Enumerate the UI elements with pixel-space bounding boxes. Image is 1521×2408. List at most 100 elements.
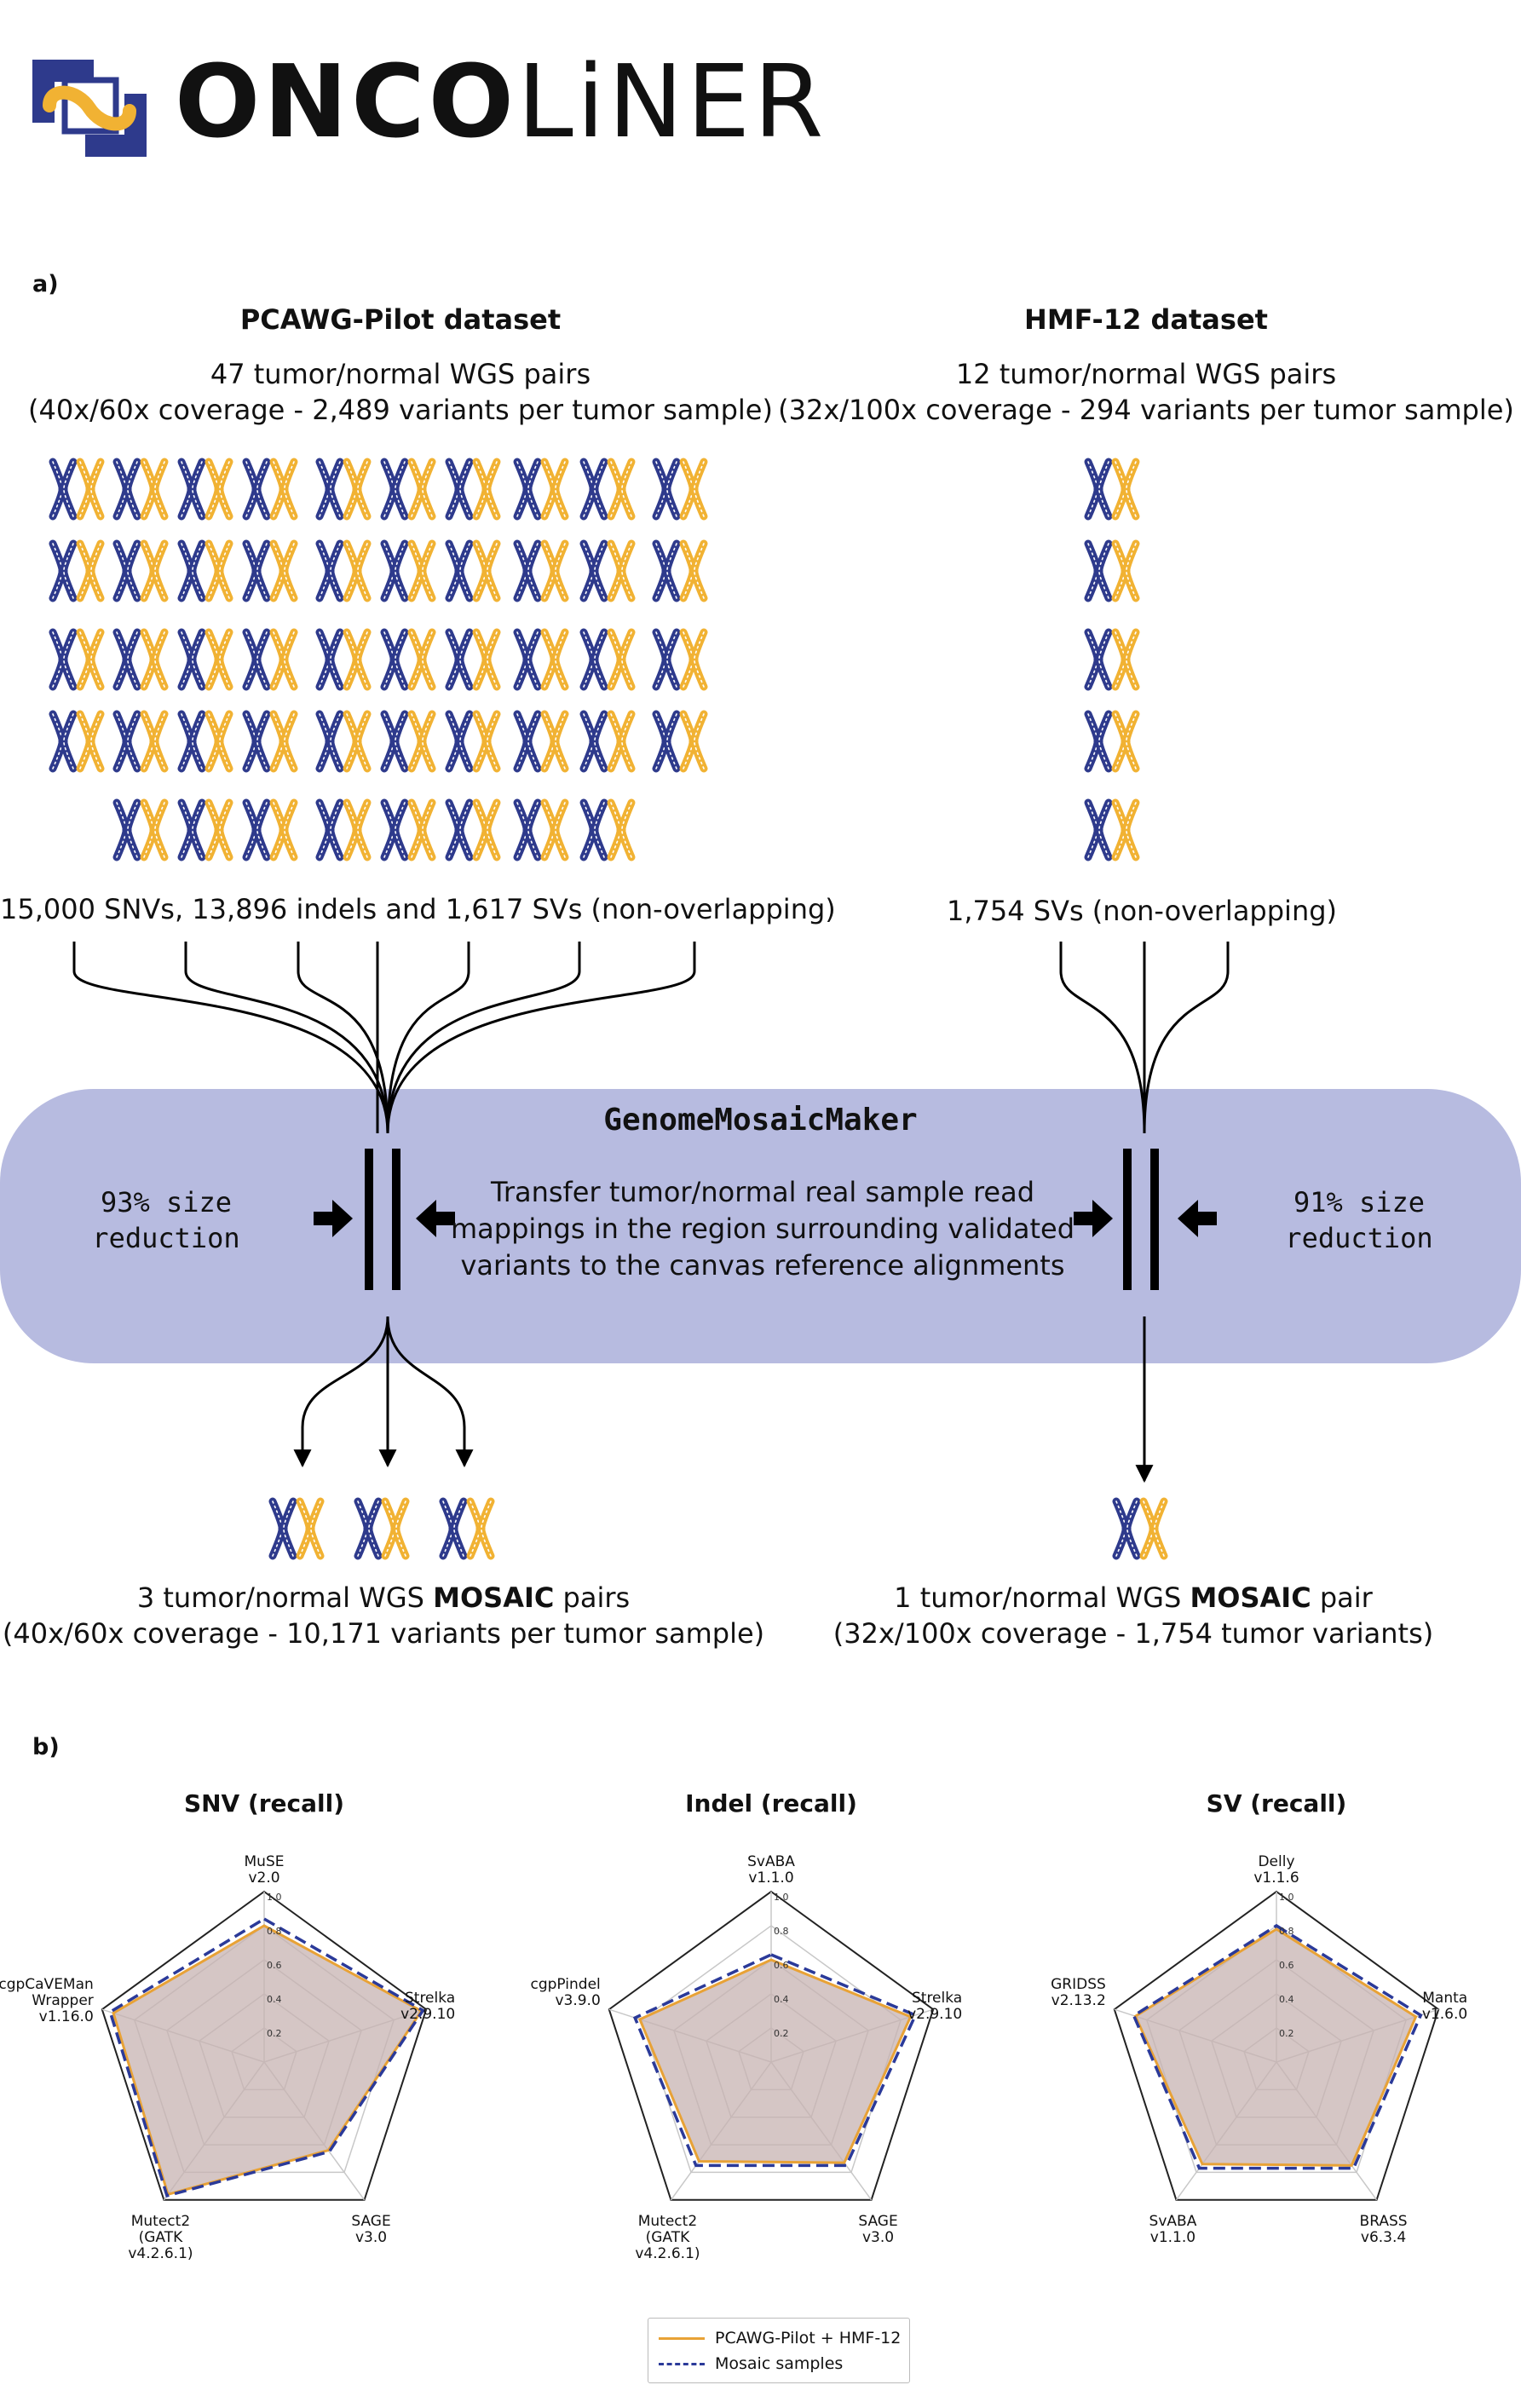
chromosome-icon xyxy=(242,628,271,691)
chromosome-icon xyxy=(343,458,372,521)
chromosome-icon xyxy=(472,458,501,521)
radar-series-mosaic xyxy=(1132,1923,1423,2170)
genome-mosaic-maker-band xyxy=(0,1089,1521,1363)
chromosome-icon xyxy=(472,798,501,861)
chromosome-icon xyxy=(177,798,206,861)
maker-desc-1: Transfer tumor/normal real sample read xyxy=(490,1176,1035,1208)
chromosome-icon xyxy=(315,458,344,521)
chromosome-icon xyxy=(579,710,608,773)
panel-label-a: a) xyxy=(32,271,59,297)
chromosome-icon xyxy=(679,710,708,773)
chromosome-icon xyxy=(513,710,542,773)
radar-grid-ring xyxy=(101,1890,428,2201)
chromosome-icon xyxy=(112,539,141,602)
radar-title-snv: SNV (recall) xyxy=(183,1789,345,1818)
chromosome-icon xyxy=(1084,539,1113,602)
chromosome-icon xyxy=(177,539,206,602)
right-arrow-in2-icon xyxy=(1178,1200,1217,1237)
radar-tick-label: 0.2 xyxy=(267,2028,282,2039)
chromosome-icon xyxy=(205,628,233,691)
hmf-title: HMF-12 dataset xyxy=(1024,303,1268,336)
chromosome-icon xyxy=(439,1497,468,1560)
chromosome-icon xyxy=(269,458,298,521)
chromosome-icon xyxy=(466,1497,495,1560)
chromosome-icon xyxy=(579,539,608,602)
radar-grid-ring xyxy=(608,1890,935,2201)
chromosome-icon xyxy=(269,539,298,602)
chromosome-icon xyxy=(1111,710,1140,773)
left-compression-bars xyxy=(365,1149,400,1290)
chromosome-icon xyxy=(1111,539,1140,602)
pcawg-title: PCAWG-Pilot dataset xyxy=(239,303,562,336)
chromosome-icon xyxy=(445,798,474,861)
legend-label: Mosaic samples xyxy=(715,2354,844,2373)
chromosome-icon xyxy=(472,539,501,602)
chromosome-icon xyxy=(140,539,169,602)
chromosome-icon xyxy=(540,798,569,861)
chromosome-icon xyxy=(380,710,409,773)
chromosome-icon xyxy=(540,458,569,521)
chromosome-icon xyxy=(652,710,681,773)
chromosome-icon xyxy=(472,628,501,691)
chromosome-icon xyxy=(679,628,708,691)
pcawg-variants: 15,000 SNVs, 13,896 indels and 1,617 SVs… xyxy=(0,893,836,925)
radar-tick-label: 0.4 xyxy=(267,1994,282,2005)
oncoliner-logo-icon xyxy=(32,60,147,157)
chromosome-icon xyxy=(652,458,681,521)
chromosome-icon xyxy=(1111,798,1140,861)
chromosome-icon xyxy=(296,1497,325,1560)
chromosome-icon xyxy=(76,458,105,521)
chromosome-icon xyxy=(242,798,271,861)
chromosome-icon xyxy=(315,628,344,691)
chromosome-icon xyxy=(381,1497,410,1560)
chromosome-icon xyxy=(49,458,78,521)
chromosome-icon xyxy=(579,458,608,521)
chromosome-icon xyxy=(540,539,569,602)
chromosome-icon xyxy=(513,628,542,691)
chromosome-icon xyxy=(343,539,372,602)
radar-tick-label: 1.0 xyxy=(1279,1892,1294,1903)
chromosome-icon xyxy=(177,458,206,521)
chromosome-icon xyxy=(112,458,141,521)
chromosome-icon xyxy=(679,458,708,521)
chromosome-icon xyxy=(445,710,474,773)
chromosome-icon xyxy=(49,539,78,602)
chromosome-icon xyxy=(652,628,681,691)
radar-tick-label: 1.0 xyxy=(774,1892,789,1903)
chromosome-icon xyxy=(472,710,501,773)
chromosome-icon xyxy=(1112,1497,1141,1560)
chromosome-icon xyxy=(1111,458,1140,521)
mosaic-flow xyxy=(0,942,1521,1483)
chromosome-icon xyxy=(140,710,169,773)
radar-tick-label: 0.6 xyxy=(1279,1960,1294,1971)
hmf-line1: 12 tumor/normal WGS pairs xyxy=(955,358,1337,390)
right-arrow-in-icon xyxy=(1074,1200,1113,1237)
chromosome-icon xyxy=(140,798,169,861)
chromosome-icon xyxy=(315,539,344,602)
left-reduction-2: reduction xyxy=(92,1222,240,1254)
radar-tick-label: 0.8 xyxy=(1279,1926,1294,1937)
chromosome-icon xyxy=(407,798,436,861)
chromosome-icon xyxy=(380,539,409,602)
maker-title: GenomeMosaicMaker xyxy=(603,1103,918,1138)
chromosome-icon xyxy=(242,458,271,521)
chromosome-icon xyxy=(1084,458,1113,521)
chromosome-icon xyxy=(607,628,636,691)
chromosome-icon xyxy=(76,710,105,773)
legend-item-mosaic: Mosaic samples xyxy=(659,2353,843,2375)
chromosome-icon xyxy=(579,798,608,861)
chromosome-icon xyxy=(652,539,681,602)
chromosome-icon xyxy=(315,710,344,773)
chromosome-icon xyxy=(112,798,141,861)
radar-series-pcawg xyxy=(637,1958,913,2164)
chromosome-icon xyxy=(407,628,436,691)
chromosome-icon xyxy=(140,628,169,691)
chromosome-icon xyxy=(269,628,298,691)
